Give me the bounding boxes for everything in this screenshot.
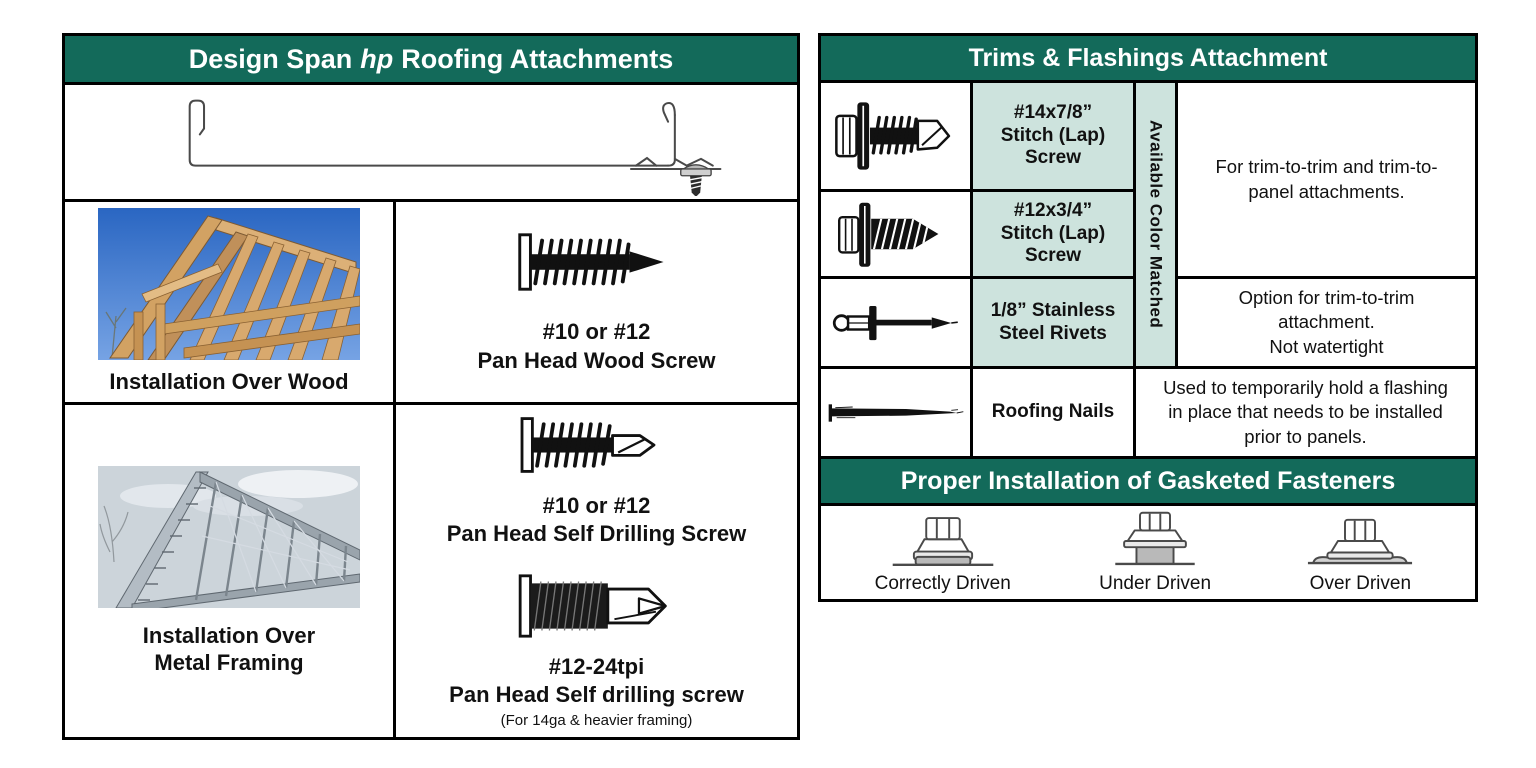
pan-head-self-drilling-screw-icon	[520, 416, 656, 473]
metal-screw-cell: #10 or #12 Pan Head Self Drilling Screw	[396, 405, 797, 737]
stitch-screw-78-cell	[821, 83, 970, 189]
wood-framing-photo	[98, 208, 360, 361]
panel-profile-cell	[65, 85, 797, 199]
roofing-nail-label: Roofing Nails	[991, 401, 1115, 423]
stitch-screw-78-label-cell: #14x7/8” Stitch (Lap) Screw	[973, 83, 1133, 189]
stitch-screw-34-cell	[821, 192, 970, 276]
over-driven-label: Over Driven	[1309, 572, 1412, 594]
metal-framing-photo	[98, 465, 360, 608]
roofing-nail-desc: Used to temporarily hold a flashing in p…	[1163, 377, 1448, 447]
available-color-matched-label: Available Color Matched	[1146, 120, 1166, 329]
driven-examples-row: Correctly Driven Under Driven	[821, 506, 1475, 599]
left-title-pre: Design Span	[188, 43, 353, 74]
hex-washer-sharp-point-stitch-screw-icon	[837, 202, 938, 267]
rivet-cell	[821, 279, 970, 366]
wood-screw-size: #10 or #12	[542, 319, 651, 345]
self-drilling-screw-label: #10 or #12 Pan Head Self Drilling Screw	[447, 492, 747, 549]
left-title-post: Roofing Attachments	[401, 43, 674, 74]
right-title: Trims & Flashings Attachment	[968, 43, 1328, 72]
wood-screw-name: Pan Head Wood Screw	[477, 348, 716, 373]
over-driven-figure: Over Driven	[1299, 511, 1421, 595]
wood-screw-label: #10 or #12 Pan Head Wood Screw	[478, 318, 716, 375]
installation-over-metal-cell: Installation Over Metal Framing	[65, 405, 393, 737]
roofing-attachments-table: Design Span hp Roofing Attachments	[62, 33, 800, 740]
under-driven-fastener-icon	[1115, 511, 1195, 565]
left-table-header: Design Span hp Roofing Attachments	[65, 36, 797, 82]
rivet-desc: Option for trim-to-trim attachment. Not …	[1238, 287, 1415, 357]
pan-head-heavy-self-drilling-screw-icon	[518, 574, 667, 638]
metal-caption: Installation Over Metal Framing	[142, 622, 316, 676]
under-driven-figure: Under Driven	[1094, 511, 1216, 595]
pan-head-wood-screw-icon	[518, 233, 664, 292]
over-driven-fastener-icon	[1308, 518, 1413, 564]
hex-washer-self-drilling-stitch-screw-icon	[834, 102, 950, 170]
roofing-nail-icon	[828, 403, 963, 422]
heavy-screw-note: (For 14ga & heavier framing)	[500, 711, 693, 729]
rivet-desc-cell: Option for trim-to-trim attachment. Not …	[1178, 279, 1475, 366]
right-table-header: Trims & Flashings Attachment	[821, 36, 1475, 80]
gasket-title: Proper Installation of Gasketed Fastener…	[900, 466, 1396, 495]
stitch-screw-34-label: #12x3/4” Stitch (Lap) Screw	[1000, 199, 1106, 267]
gasketed-fasteners-header: Proper Installation of Gasketed Fastener…	[821, 459, 1475, 503]
roofing-nail-label-cell: Roofing Nails	[973, 369, 1133, 456]
heavy-screw-name: Pan Head Self drilling screw	[449, 682, 744, 708]
left-title-hp: hp	[360, 43, 394, 74]
heavy-screw-label: #12-24tpi Pan Head Self drilling screw (…	[449, 653, 744, 731]
trim-panel-desc-cell: For trim-to-trim and trim-to- panel atta…	[1178, 83, 1475, 276]
stitch-screw-78-label: #14x7/8” Stitch (Lap) Screw	[1000, 101, 1106, 169]
roofing-nail-cell	[821, 369, 970, 456]
correctly-driven-label: Correctly Driven	[874, 572, 1011, 594]
trim-panel-desc: For trim-to-trim and trim-to- panel atta…	[1215, 156, 1438, 202]
under-driven-label: Under Driven	[1099, 572, 1212, 594]
rivet-label-cell: 1/8” Stainless Steel Rivets	[973, 279, 1133, 366]
roofing-nail-desc-cell: Used to temporarily hold a flashing in p…	[1136, 369, 1475, 456]
available-color-matched-strip: Available Color Matched	[1136, 83, 1175, 366]
installation-over-wood-cell: Installation Over Wood	[65, 202, 393, 402]
self-drilling-screw-name: Pan Head Self Drilling Screw	[446, 521, 747, 547]
wood-screw-cell: #10 or #12 Pan Head Wood Screw	[396, 202, 797, 402]
rivet-label: 1/8” Stainless Steel Rivets	[990, 299, 1116, 344]
wood-caption: Installation Over Wood	[109, 369, 349, 395]
trims-flashings-table: Trims & Flashings Attachment #	[818, 33, 1478, 602]
heavy-screw-size: #12-24tpi	[548, 653, 645, 679]
panel-profile-icon	[188, 99, 722, 196]
stitch-screw-34-label-cell: #12x3/4” Stitch (Lap) Screw	[973, 192, 1133, 276]
correctly-driven-figure: Correctly Driven	[875, 511, 1011, 595]
self-drilling-screw-size: #10 or #12	[542, 492, 651, 518]
correctly-driven-fastener-icon	[892, 516, 994, 566]
pop-rivet-icon	[832, 305, 958, 340]
